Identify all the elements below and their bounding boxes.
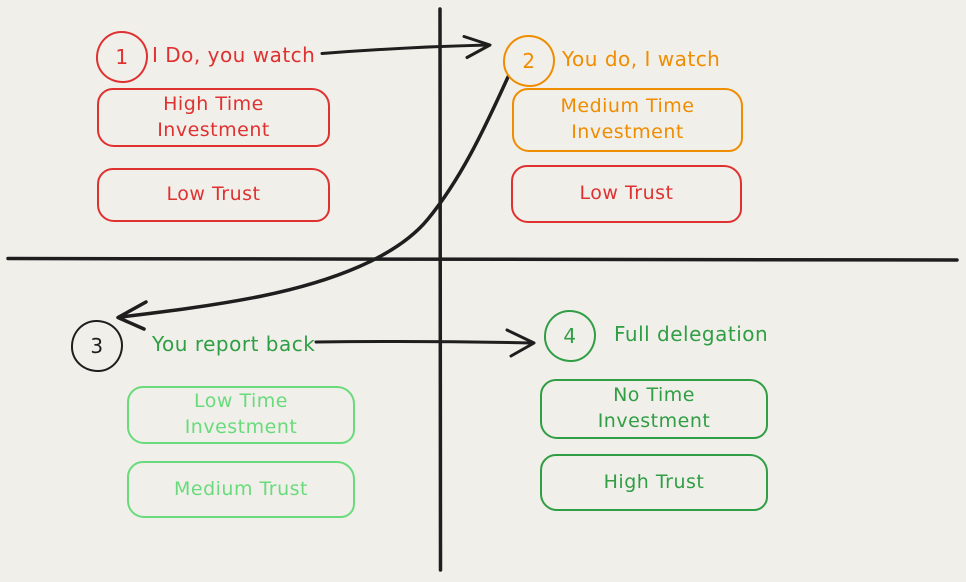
- box-label: Medium Time Investment: [560, 95, 695, 143]
- stage-4-number-circle: 4: [544, 310, 596, 362]
- box-low-trust-stage2: Low Trust: [511, 165, 742, 223]
- box-no-time-investment: No Time Investment: [540, 379, 768, 439]
- stage-2-number-circle: 2: [503, 35, 555, 87]
- stage-3-label: You report back: [152, 332, 316, 356]
- box-medium-time-investment: Medium Time Investment: [512, 88, 743, 152]
- box-high-time-investment: High Time Investment: [97, 88, 330, 147]
- box-label: No Time Investment: [597, 384, 711, 432]
- box-label: High Trust: [603, 470, 705, 493]
- stage-1-label: I Do, you watch: [152, 43, 316, 67]
- stage-2-number: 2: [522, 49, 536, 73]
- box-high-trust: High Trust: [540, 454, 768, 511]
- stage-2-label: You do, I watch: [562, 47, 721, 71]
- box-label: Low Trust: [166, 183, 261, 206]
- box-low-trust-stage1: Low Trust: [97, 168, 330, 222]
- stage-4-number: 4: [563, 324, 577, 348]
- stage-3-number-circle: 3: [71, 320, 123, 372]
- box-label: Medium Trust: [173, 477, 309, 500]
- box-label: Low Trust: [579, 182, 674, 205]
- stage-1-number: 1: [115, 45, 129, 69]
- stage-3-number: 3: [90, 334, 104, 358]
- stage-4-label: Full delegation: [614, 322, 769, 346]
- box-low-time-investment: Low Time Investment: [127, 386, 355, 444]
- box-label: High Time Investment: [157, 92, 270, 141]
- box-label: Low Time Investment: [184, 390, 298, 438]
- box-medium-trust: Medium Trust: [127, 461, 355, 518]
- stage-1-number-circle: 1: [96, 31, 148, 83]
